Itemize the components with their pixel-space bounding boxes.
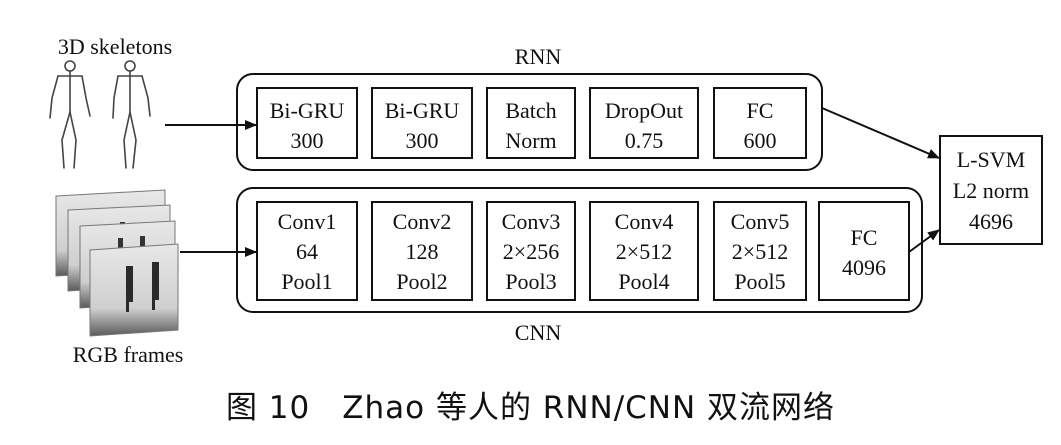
cnn-block: Conv3 2×256 Pool3 — [486, 201, 576, 301]
svg-text:2×256: 2×256 — [503, 239, 559, 264]
svg-text:FC: FC — [851, 225, 878, 250]
cnn-block: Conv2 128 Pool2 — [371, 201, 473, 301]
svg-text:Conv2: Conv2 — [393, 209, 452, 234]
svg-text:Conv3: Conv3 — [502, 209, 561, 234]
svg-text:Pool3: Pool3 — [505, 269, 556, 294]
rgb-frame-stack — [55, 189, 179, 337]
rnn-block: DropOut 0.75 — [589, 87, 699, 159]
skeleton-label: 3D skeletons — [58, 34, 172, 59]
svg-text:L-SVM: L-SVM — [957, 147, 1025, 172]
skeleton-figure-left — [49, 60, 91, 169]
svg-text:4696: 4696 — [969, 209, 1013, 234]
svg-text:Pool5: Pool5 — [734, 269, 785, 294]
svg-text:300: 300 — [406, 128, 439, 153]
svg-text:Batch: Batch — [505, 98, 556, 123]
svg-text:Bi-GRU: Bi-GRU — [270, 98, 345, 123]
cnn-block: Conv4 2×512 Pool4 — [589, 201, 699, 301]
rgb-frame — [89, 243, 179, 337]
svg-text:Conv1: Conv1 — [278, 209, 337, 234]
svg-text:2×512: 2×512 — [616, 239, 672, 264]
rnn-block: FC 600 — [713, 87, 807, 159]
rnn-block: Bi-GRU 300 — [256, 87, 358, 159]
figure-caption: 图 10 Zhao 等人的 RNN/CNN 双流网络 — [225, 390, 836, 426]
svg-text:Conv4: Conv4 — [615, 209, 674, 234]
cnn-block: Conv1 64 Pool1 — [256, 201, 358, 301]
rnn-container — [236, 73, 823, 171]
svg-text:DropOut: DropOut — [605, 98, 683, 123]
svg-text:Pool2: Pool2 — [396, 269, 447, 294]
svg-text:2×512: 2×512 — [732, 239, 788, 264]
rnn-title: RNN — [515, 44, 562, 69]
svg-text:Pool4: Pool4 — [618, 269, 669, 294]
skeleton-figures — [49, 60, 151, 169]
svg-text:L2 norm: L2 norm — [953, 178, 1029, 203]
svg-text:0.75: 0.75 — [625, 128, 664, 153]
svg-text:Norm: Norm — [505, 128, 556, 153]
svg-text:600: 600 — [744, 128, 777, 153]
cnn-container — [236, 187, 923, 313]
svg-text:FC: FC — [747, 98, 774, 123]
cnn-title: CNN — [515, 320, 562, 345]
svg-text:300: 300 — [291, 128, 324, 153]
svg-text:128: 128 — [406, 239, 439, 264]
svg-text:64: 64 — [296, 239, 318, 264]
cnn-block: Conv5 2×512 Pool5 — [713, 201, 807, 301]
cnn-to-classifier-arrow — [908, 229, 940, 253]
classifier-box: L-SVM L2 norm 4696 — [939, 135, 1043, 245]
rgb-label: RGB frames — [73, 342, 184, 367]
cnn-block: FC 4096 — [818, 201, 910, 301]
svg-text:4096: 4096 — [842, 255, 886, 280]
svg-text:Pool1: Pool1 — [281, 269, 332, 294]
svg-text:Bi-GRU: Bi-GRU — [385, 98, 460, 123]
rnn-block: Bi-GRU 300 — [371, 87, 473, 159]
skeleton-figure-right — [112, 60, 151, 169]
rnn-block: Batch Norm — [486, 87, 576, 159]
rnn-to-classifier-arrow — [821, 107, 940, 159]
svg-text:Conv5: Conv5 — [731, 209, 790, 234]
